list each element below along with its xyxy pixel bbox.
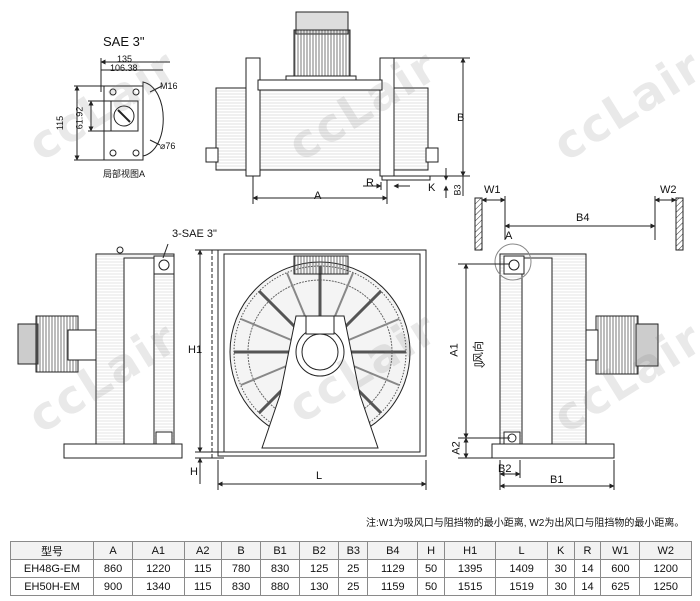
table-cell: 14 [573, 559, 602, 578]
side-view [17, 243, 183, 459]
label-b4: B4 [576, 212, 590, 224]
table-cell: 1340 [132, 577, 185, 596]
dim-135: 135 [117, 54, 133, 64]
table-cell: 625 [600, 577, 641, 596]
col-header-a1: A1 [132, 541, 185, 560]
top-label-b3: B3 [452, 184, 463, 196]
front-label-l: L [316, 470, 323, 482]
spec-table: 型号 A A1 A2 B B1 B2 B3 B4 H H1 L K R W1 W… [10, 541, 692, 596]
table-cell: 1129 [367, 559, 419, 578]
top-label-a: A [314, 190, 322, 202]
label-w1: W1 [484, 184, 501, 196]
top-label-b: B [457, 112, 465, 124]
table-cell: 30 [546, 559, 575, 578]
table-cell: 25 [338, 577, 369, 596]
col-header-b3: B3 [338, 541, 369, 560]
table-cell: 1519 [495, 577, 548, 596]
col-header-model: 型号 [10, 541, 94, 560]
clearance-note: 注:W1为吸风口与阻挡物的最小距离, W2为出风口与阻挡物的最小距离。 [366, 518, 685, 529]
detail-view-title: SAE 3" [103, 34, 145, 49]
label-w2: W2 [660, 184, 677, 196]
front-label-h: H [190, 466, 198, 478]
top-label-r: R [366, 177, 374, 189]
right-label-a: A [505, 230, 513, 242]
table-cell: 30 [546, 577, 575, 596]
right-label-b2: B2 [498, 463, 512, 475]
col-header-r: R [573, 541, 602, 560]
dim-m16: M16 [160, 81, 178, 91]
dim-115: 115 [55, 115, 66, 131]
detail-view-a [74, 58, 170, 161]
col-header-b2: B2 [299, 541, 340, 560]
port-label: 3-SAE 3" [172, 228, 217, 240]
table-cell: 1250 [639, 577, 692, 596]
table-cell: 880 [260, 577, 301, 596]
table-cell: 50 [417, 559, 445, 578]
right-label-b1: B1 [550, 474, 564, 486]
table-row: EH48G-EM 860 1220 115 780 830 125 25 112… [10, 559, 692, 578]
table-cell: 25 [338, 559, 369, 578]
table-cell: 130 [299, 577, 340, 596]
top-view [205, 11, 470, 204]
right-label-a2: A2 [450, 441, 463, 455]
table-cell: 125 [299, 559, 340, 578]
table-cell: 780 [220, 559, 262, 578]
table-cell: 830 [220, 577, 262, 596]
table-cell: 860 [92, 559, 134, 578]
table-cell: 830 [260, 559, 301, 578]
right-view [458, 243, 659, 490]
table-row: EH50H-EM 900 1340 115 830 880 130 25 115… [10, 577, 692, 596]
technical-drawing [17, 11, 684, 490]
col-header-b4: B4 [367, 541, 419, 560]
table-cell: 1395 [443, 559, 497, 578]
front-view [195, 249, 427, 490]
table-cell: 14 [573, 577, 602, 596]
dim-61-92: 61.92 [74, 106, 85, 130]
top-label-k: K [428, 182, 436, 194]
table-cell: 50 [417, 577, 445, 596]
col-header-a: A [92, 541, 134, 560]
col-header-w2: W2 [639, 541, 692, 560]
table-cell: EH48G-EM [10, 559, 94, 578]
spec-table-header-row: 型号 A A1 A2 B B1 B2 B3 B4 H H1 L K R W1 W… [10, 541, 692, 560]
col-header-l: L [495, 541, 548, 560]
front-label-h1: H1 [188, 344, 203, 356]
table-cell: 115 [183, 559, 222, 578]
dim-106-38: 106.38 [110, 63, 138, 73]
table-cell: 1200 [639, 559, 692, 578]
col-header-h: H [417, 541, 445, 560]
col-header-b: B [220, 541, 262, 560]
table-cell: 1515 [443, 577, 497, 596]
airflow-arrow-icon: ⇨ [474, 356, 486, 372]
col-header-w1: W1 [600, 541, 641, 560]
table-cell: 600 [600, 559, 641, 578]
table-cell: 1159 [367, 577, 419, 596]
table-cell: 1409 [495, 559, 548, 578]
col-header-k: K [546, 541, 575, 560]
table-cell: EH50H-EM [10, 577, 94, 596]
col-header-b1: B1 [260, 541, 301, 560]
table-cell: 1220 [132, 559, 185, 578]
table-cell: 900 [92, 577, 134, 596]
dim-76: ⌀76 [160, 141, 176, 151]
clearance-view [474, 196, 684, 251]
detail-view-caption: 局部视图A [103, 169, 146, 179]
col-header-a2: A2 [183, 541, 222, 560]
col-header-h1: H1 [443, 541, 497, 560]
table-cell: 115 [183, 577, 222, 596]
right-label-a1: A1 [448, 343, 461, 357]
